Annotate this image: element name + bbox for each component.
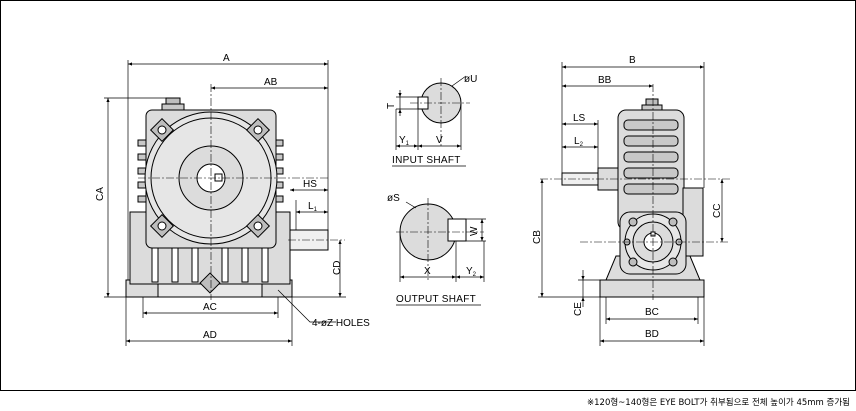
output-shaft-caption: OUTPUT SHAFT xyxy=(396,294,476,305)
label-t: T xyxy=(386,103,397,109)
label-ca: CA xyxy=(95,187,106,201)
label-bd: BD xyxy=(645,329,659,340)
label-hs: HS xyxy=(303,179,317,190)
label-l1: L1 xyxy=(308,201,318,213)
front-view xyxy=(104,60,346,346)
label-bb: BB xyxy=(598,75,612,86)
input-shaft-caption: INPUT SHAFT xyxy=(392,155,461,166)
side-view xyxy=(538,62,730,346)
drawing-sheet: A AB CA HS L1 CD AC AD 4-øZ HOLES øU T Y… xyxy=(0,0,856,391)
label-ab: AB xyxy=(264,77,278,88)
label-ls: LS xyxy=(573,113,586,124)
sheet-border xyxy=(0,0,856,391)
label-u: øU xyxy=(464,74,477,85)
label-y1: Y1 xyxy=(399,135,410,147)
label-y2: Y2 xyxy=(466,266,477,278)
label-ce: CE xyxy=(573,302,584,316)
label-l2: L2 xyxy=(574,136,584,148)
label-cb: CB xyxy=(532,230,543,244)
input-shaft-detail xyxy=(395,75,470,150)
label-x: X xyxy=(424,266,431,277)
output-shaft-detail xyxy=(396,198,486,282)
label-a: A xyxy=(223,53,230,64)
label-v: V xyxy=(436,135,443,146)
label-b: B xyxy=(629,55,636,66)
label-ac: AC xyxy=(203,302,217,313)
label-bc: BC xyxy=(645,307,659,318)
label-s: øS xyxy=(387,193,400,204)
label-w: W xyxy=(469,226,480,236)
label-holes: 4-øZ HOLES xyxy=(312,318,370,329)
label-cd: CD xyxy=(332,261,343,275)
label-ad: AD xyxy=(203,330,217,341)
label-cc: CC xyxy=(712,204,723,218)
footnote: ※120형~140형은 EYE BOLT가 취부됨으로 전체 높이가 45mm … xyxy=(587,398,850,408)
